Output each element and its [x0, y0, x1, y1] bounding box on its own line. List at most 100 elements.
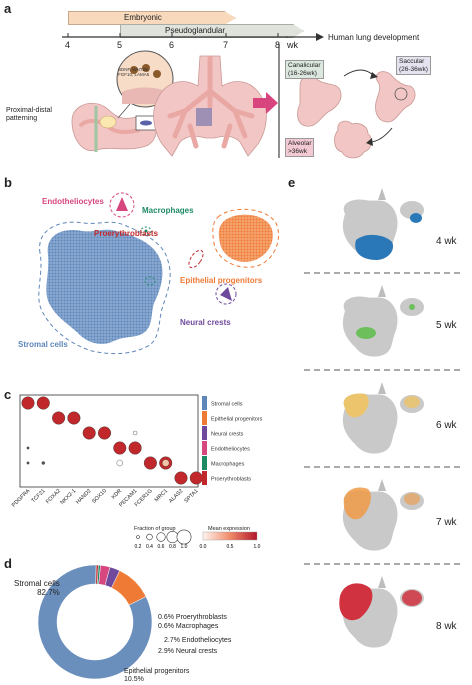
color-legend-tick: 1.0	[254, 544, 261, 550]
gene-label-MRC1: MRC1	[154, 488, 169, 503]
row-label: Macrophages	[211, 462, 245, 468]
gene-label-PDGFRA: PDGFRA	[11, 488, 32, 509]
row-color-bar	[202, 456, 207, 470]
axis-tick-8: 8	[275, 40, 281, 50]
label-proery: 0.6% Proerythroblasts	[158, 614, 227, 621]
umap-highlight	[410, 213, 422, 223]
donut-slice-proerythroblasts	[95, 564, 99, 585]
axis-tick-4: 4	[65, 40, 71, 50]
umap-endothelial-cluster	[378, 188, 386, 200]
dot-minor	[26, 461, 30, 465]
color-legend-tick: 0.5	[227, 544, 234, 550]
gene-label-TCF21: TCF21	[31, 488, 47, 504]
row-label: Proerythroblasts	[211, 477, 251, 483]
week-umap-5	[342, 285, 424, 357]
dot-NKX2-1-1	[67, 411, 81, 425]
dot-SPTA1-5	[189, 471, 203, 485]
dot-minor	[116, 459, 124, 467]
dot-minor	[132, 430, 138, 436]
panel-label-b: b	[4, 175, 12, 190]
gene-label-ALAS2: ALAS2	[168, 488, 184, 504]
week-umap-4	[342, 188, 424, 260]
stage-saccular: Saccular (26-36wk)	[396, 56, 431, 75]
color-legend-title: Mean expression	[208, 526, 250, 532]
color-bar	[202, 531, 258, 541]
gene-label-KDR: KDR	[111, 488, 123, 500]
week-umap-7	[342, 479, 424, 551]
panel-label-e: e	[288, 175, 296, 190]
week-label-5: 5 wk	[436, 320, 457, 331]
umap-highlight	[356, 327, 376, 339]
pseudoglandular-label: Pseudoglandular	[165, 26, 226, 35]
cluster-label-epithelial: Epithelial progenitors	[180, 276, 263, 285]
size-legend-circle	[166, 531, 179, 544]
cluster-label-macrophages: Macrophages	[142, 206, 194, 215]
umap-highlight	[339, 583, 373, 621]
size-legend-tick: 0.6	[158, 544, 165, 550]
dot-minor	[26, 446, 30, 450]
week-umap-8	[339, 576, 424, 648]
cluster-label-stromal: Stromal cells	[18, 340, 68, 349]
umap-plot	[38, 192, 280, 355]
color-legend-tick: 0.0	[200, 544, 207, 550]
size-legend-circle	[156, 532, 166, 542]
size-legend-title: Fraction of group	[134, 526, 176, 532]
gene-label-HAND2: HAND2	[75, 488, 92, 505]
size-legend-circle	[176, 529, 192, 545]
umap-highlight	[343, 393, 369, 418]
label-neural: 2.9% Neural crests	[158, 648, 218, 655]
dot-FOXA2-1	[52, 411, 66, 425]
donut-chart	[37, 564, 153, 680]
row-label: Neural crests	[211, 432, 244, 438]
row-color-bar	[202, 411, 207, 425]
umap-endothelial-cluster	[378, 479, 386, 491]
umap-highlight	[355, 234, 394, 260]
lung-development-illustration	[71, 50, 416, 159]
cluster-label-endotheliocytes: Endotheliocytes	[42, 197, 104, 206]
label-macro: 0.6% Macrophages	[158, 623, 219, 630]
dot-KDR-3	[113, 441, 127, 455]
size-legend-tick: 0.4	[146, 544, 153, 550]
week-umap-6	[342, 382, 424, 454]
label-epithelial: Epithelial progenitors 10.5%	[124, 668, 190, 683]
row-color-bar	[202, 426, 207, 440]
dot-ALAS2-5	[174, 471, 188, 485]
week-label-4: 4 wk	[436, 236, 457, 247]
stage-alveolar: Alveolar >36wk	[285, 138, 315, 157]
week-label-8: 8 wk	[436, 621, 457, 632]
weekly-umaps	[304, 188, 462, 648]
dot-minor	[41, 461, 45, 465]
axis-unit: wk	[287, 40, 298, 50]
inset-gene-list: BDNF, WNT2B, FGF10, LAMA5	[118, 67, 150, 77]
row-color-bar	[202, 396, 207, 410]
gene-label-SPTA1: SPTA1	[183, 488, 199, 504]
dot-HAND2-2	[82, 426, 96, 440]
size-legend-tick: 0.2	[135, 544, 142, 550]
umap-base	[342, 296, 398, 357]
week-label-6: 6 wk	[436, 420, 457, 431]
donut-slice-stromal-cells	[37, 564, 153, 680]
umap-highlight	[343, 487, 371, 520]
proximal-distal-label: Proximal-distal patterning	[6, 107, 52, 122]
dot-minor	[161, 459, 170, 467]
cluster-label-neural-crests: Neural crests	[180, 318, 231, 327]
dot-SOX10-2	[97, 426, 111, 440]
row-label: Epithelial progenitors	[211, 417, 263, 423]
size-legend-tick: 1.0	[181, 544, 188, 550]
dot-TCF21-0	[36, 396, 50, 410]
axis-title: Human lung development	[328, 33, 420, 42]
umap-highlight	[404, 396, 420, 408]
dot-PDGFRA-0	[21, 396, 35, 410]
embryonic-label: Embryonic	[124, 13, 162, 22]
timeline-axis	[62, 33, 324, 158]
axis-tick-6: 6	[169, 40, 175, 50]
umap-endothelial-cluster	[378, 576, 386, 588]
label-stromal: Stromal cells 82.7%	[14, 579, 60, 597]
stage-canalicular: Canalicular (16-26wk)	[285, 60, 324, 79]
label-endo: 2.7% Endotheliocytes	[164, 637, 232, 644]
dot-FCER1G-4	[143, 456, 157, 470]
row-color-bar	[202, 441, 207, 455]
umap-endothelial-cluster	[378, 382, 386, 394]
umap-highlight	[402, 590, 422, 606]
